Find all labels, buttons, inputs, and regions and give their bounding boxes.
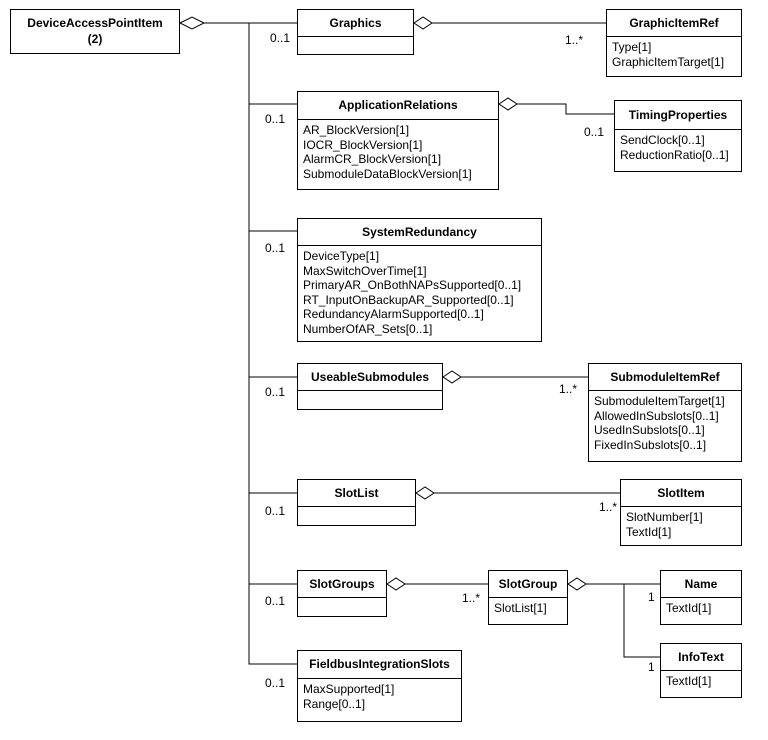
conn-timing-properties	[517, 103, 614, 115]
attribute: TextId[1]	[666, 601, 712, 615]
attribute: Range[0..1]	[303, 696, 366, 711]
class-slot-list-name: SlotList	[298, 480, 415, 507]
attribute: PrimaryAR_OnBothNAPsSupported[0..1]	[303, 278, 522, 293]
multiplicity-info-text: 1	[648, 660, 655, 674]
class-slot-groups: SlotGroups	[297, 570, 387, 617]
class-graphic-item-ref-name: GraphicItemRef	[607, 10, 741, 37]
multiplicity-slot-groups: 0..1	[265, 594, 286, 608]
attribute: DeviceType[1]	[303, 249, 380, 263]
attribute: AlarmCR_BlockVersion[1]	[303, 152, 442, 167]
class-submodule-item-ref: SubmoduleItemRef SubmoduleItemTarget[1] …	[588, 363, 742, 462]
class-graphics-name: Graphics	[298, 10, 413, 37]
class-graphic-item-ref: GraphicItemRef Type[1] GraphicItemTarget…	[606, 9, 742, 77]
class-system-redundancy-name: SystemRedundancy	[298, 219, 541, 246]
attribute: RedundancyAlarmSupported[0..1]	[303, 307, 484, 322]
root-class-device-access-point-item: DeviceAccessPointItem (2)	[10, 9, 180, 54]
class-system-redundancy: SystemRedundancy DeviceType[1] MaxSwitch…	[297, 218, 542, 342]
attribute: IOCR_BlockVersion[1]	[303, 137, 423, 152]
attribute: TextId[1]	[626, 524, 672, 539]
multiplicity-name: 1	[648, 590, 655, 604]
class-slot-list: SlotList	[297, 479, 416, 526]
class-timing-properties-name: TimingProperties	[615, 101, 741, 130]
attribute: MaxSupported[1]	[303, 682, 395, 696]
class-fieldbus-integration-slots-name: FieldbusIntegrationSlots	[298, 651, 461, 679]
attribute: AR_BlockVersion[1]	[303, 123, 410, 137]
multiplicity-application-relations: 0..1	[265, 112, 286, 126]
class-slot-groups-name: SlotGroups	[298, 571, 386, 598]
attribute: TextId[1]	[666, 674, 712, 688]
aggregation-diamond-application-relations	[498, 97, 518, 111]
class-slot-item: SlotItem SlotNumber[1] TextId[1]	[620, 479, 742, 546]
class-info-text-name: InfoText	[661, 644, 741, 671]
multiplicity-timing-properties: 0..1	[584, 125, 605, 139]
aggregation-diamond-slot-groups	[386, 577, 406, 591]
multiplicity-system-redundancy: 0..1	[265, 241, 286, 255]
multiplicity-slot-item: 1..*	[599, 500, 618, 514]
aggregation-diamond-slot-list	[415, 486, 435, 500]
class-slot-item-name: SlotItem	[621, 480, 741, 507]
conn-info-text	[623, 584, 660, 658]
class-name: Name TextId[1]	[660, 570, 742, 625]
attribute: UsedInSubslots[0..1]	[594, 423, 705, 438]
attribute: SubmoduleDataBlockVersion[1]	[303, 166, 472, 181]
class-info-text: InfoText TextId[1]	[660, 643, 742, 698]
class-slot-group-name: SlotGroup	[489, 571, 567, 598]
multiplicity-slot-group: 1..*	[462, 591, 481, 605]
multiplicity-useable-submodules: 0..1	[265, 385, 286, 399]
class-useable-submodules-name: UseableSubmodules	[298, 364, 442, 391]
attribute: MaxSwitchOverTime[1]	[303, 263, 427, 278]
attribute: RT_InputOnBackupAR_Supported[0..1]	[303, 292, 514, 307]
attribute: GraphicItemTarget[1]	[612, 54, 725, 69]
class-fieldbus-integration-slots: FieldbusIntegrationSlots MaxSupported[1]…	[297, 650, 462, 722]
aggregation-diamond-root	[178, 16, 206, 30]
aggregation-diamond-useable-submodules	[442, 370, 462, 384]
attribute: AllowedInSubslots[0..1]	[594, 408, 719, 423]
attribute: SendClock[0..1]	[620, 133, 705, 147]
class-application-relations-name: ApplicationRelations	[298, 92, 498, 120]
class-slot-group: SlotGroup SlotList[1]	[488, 570, 568, 625]
attribute: SlotNumber[1]	[626, 510, 703, 524]
attribute: ReductionRatio[0..1]	[620, 147, 729, 162]
class-useable-submodules: UseableSubmodules	[297, 363, 443, 410]
class-application-relations: ApplicationRelations AR_BlockVersion[1] …	[297, 91, 499, 190]
aggregation-diamond-slot-group	[567, 577, 587, 591]
class-name-name: Name	[661, 571, 741, 598]
root-trunk-line	[204, 22, 297, 665]
class-submodule-item-ref-name: SubmoduleItemRef	[589, 364, 741, 391]
class-timing-properties: TimingProperties SendClock[0..1] Reducti…	[614, 100, 742, 172]
attribute: SubmoduleItemTarget[1]	[594, 394, 725, 408]
class-graphics: Graphics	[297, 9, 414, 55]
multiplicity-slot-list: 0..1	[265, 504, 286, 518]
multiplicity-fieldbus-integration-slots: 0..1	[265, 676, 286, 690]
root-class-name: DeviceAccessPointItem	[27, 16, 163, 30]
attribute: FixedInSubslots[0..1]	[594, 437, 707, 452]
root-class-subtitle: (2)	[87, 32, 103, 46]
aggregation-diamond-graphics	[413, 16, 433, 30]
multiplicity-submodule-item-ref: 1..*	[559, 382, 578, 396]
attribute: SlotList[1]	[494, 601, 547, 615]
attribute: Type[1]	[612, 40, 652, 54]
multiplicity-graphic-item-ref: 1..*	[565, 33, 584, 47]
attribute: NumberOfAR_Sets[0..1]	[303, 321, 433, 336]
multiplicity-graphics: 0..1	[270, 31, 291, 45]
